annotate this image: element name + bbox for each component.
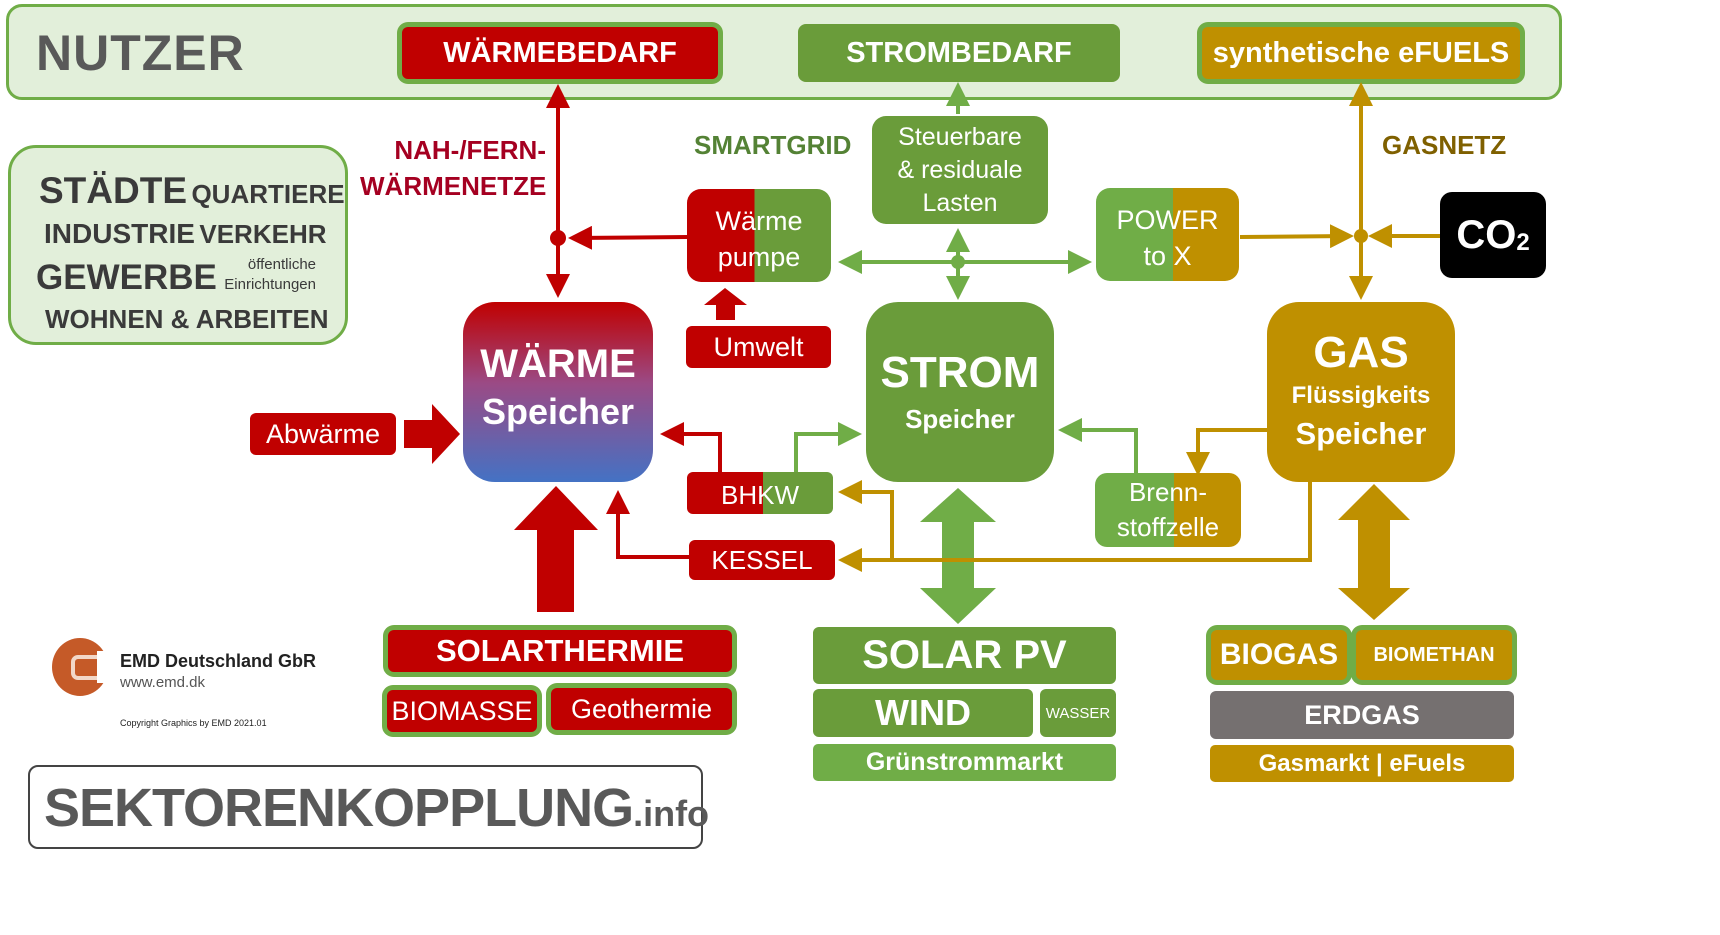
- sector-industrie: INDUSTRIE: [44, 218, 195, 249]
- heat-junction: [550, 230, 566, 246]
- smartgrid-junction: [951, 255, 965, 269]
- heat-storage-box[interactable]: WÄRME Speicher: [463, 302, 653, 482]
- fuelcell-to-strom-line: [1058, 418, 1138, 476]
- heat-demand-box[interactable]: WÄRMEBEDARF: [402, 27, 718, 79]
- sector-staedte: STÄDTE: [39, 170, 187, 211]
- users-title: NUTZER: [36, 25, 245, 81]
- power-demand-box[interactable]: STROMBEDARF: [798, 24, 1120, 82]
- chp-label: BHKW: [721, 480, 799, 510]
- source-biomethan[interactable]: BIOMETHAN: [1356, 630, 1512, 680]
- smartgrid-label: SMARTGRID: [694, 130, 852, 160]
- bhkw-to-heat-line: [660, 422, 722, 474]
- users-sectors-box: STÄDTE QUARTIERE INDUSTRIE VERKEHR GEWER…: [8, 145, 348, 345]
- gas-storage-title: GAS: [1313, 328, 1409, 377]
- heatpump-label-1: Wärme: [715, 206, 803, 236]
- copyright-text: Copyright Graphics by EMD 2021.01: [120, 718, 267, 728]
- source-geothermie[interactable]: Geothermie: [551, 688, 732, 730]
- fuel-cell-box[interactable]: Brenn- stoffzelle: [1095, 473, 1241, 547]
- power-storage-sub: Speicher: [905, 404, 1015, 434]
- green-power-market[interactable]: Grünstrommarkt: [813, 744, 1116, 781]
- heatpump-box[interactable]: Wärme pumpe: [687, 189, 831, 282]
- gas-storage-box[interactable]: GAS Flüssigkeits Speicher: [1267, 302, 1455, 482]
- umwelt-box[interactable]: Umwelt: [686, 326, 831, 368]
- source-solarthermie[interactable]: SOLARTHERMIE: [388, 630, 732, 672]
- source-wind[interactable]: WIND: [813, 689, 1033, 737]
- boiler-box[interactable]: KESSEL: [689, 540, 835, 580]
- power-to-x-box[interactable]: POWER to X: [1096, 188, 1239, 281]
- gas-storage-sub2: Speicher: [1295, 416, 1427, 451]
- emd-logo: [51, 637, 111, 697]
- sector-quartiere: QUARTIERE: [191, 179, 345, 209]
- site-tld: .info: [633, 793, 710, 834]
- power-to-x-label-2: to X: [1143, 241, 1192, 271]
- company-name: EMD Deutschland GbR: [120, 651, 317, 671]
- solarthermie-arrow: [514, 486, 598, 612]
- co2-label: CO: [1456, 212, 1517, 257]
- site-banner[interactable]: SEKTORENKOPPLUNG.info: [28, 765, 709, 849]
- sector-einrichtungen: Einrichtungen: [224, 276, 316, 293]
- heat-storage-sub: Speicher: [481, 391, 635, 432]
- source-solar-pv[interactable]: SOLAR PV: [813, 627, 1116, 684]
- sector-oeffentliche: öffentliche: [247, 256, 316, 273]
- heat-network-label-1: NAH-/FERN-: [394, 135, 546, 165]
- source-biomasse[interactable]: BIOMASSE: [387, 690, 537, 732]
- gasnetz-label: GASNETZ: [1382, 130, 1507, 160]
- controllable-loads-label-1: Steuerbare: [898, 123, 1022, 151]
- heatpump-to-network-line: [568, 225, 689, 250]
- bhkw-to-strom-line: [794, 422, 862, 474]
- power-storage-title: STROM: [880, 348, 1040, 397]
- gas-to-fuelcell-line: [1186, 428, 1268, 476]
- sector-gewerbe: GEWERBE: [36, 258, 217, 297]
- company-url[interactable]: www.emd.dk: [120, 674, 206, 691]
- efuels-demand-box[interactable]: synthetische eFUELS: [1202, 27, 1520, 79]
- sector-wohnen-arbeiten: WOHNEN & ARBEITEN: [45, 304, 329, 334]
- waste-heat-box[interactable]: Abwärme: [250, 413, 396, 455]
- controllable-loads-box[interactable]: Steuerbare & residuale Lasten: [872, 116, 1048, 224]
- source-wasser[interactable]: WASSER: [1040, 689, 1116, 737]
- gas-storage-sub1: Flüssigkeits: [1291, 382, 1431, 409]
- source-biogas[interactable]: BIOGAS: [1211, 630, 1347, 680]
- solar-pv-double-arrow: [920, 488, 996, 624]
- site-name: SEKTORENKOPPLUNG: [44, 778, 634, 838]
- heat-storage-title: WÄRME: [480, 342, 636, 386]
- chp-box[interactable]: BHKW: [687, 472, 833, 514]
- abwaerme-arrow: [404, 404, 460, 464]
- umwelt-arrow: [704, 288, 747, 320]
- power-to-x-label-1: POWER: [1116, 205, 1219, 235]
- gas-market-efuels[interactable]: Gasmarkt | eFuels: [1210, 745, 1514, 782]
- controllable-loads-label-2: & residuale: [897, 156, 1023, 184]
- fuel-cell-label-2: stoffzelle: [1116, 512, 1220, 542]
- gas-junction: [1354, 229, 1368, 243]
- heatpump-label-2: pumpe: [717, 242, 801, 272]
- heat-network-label-2: WÄRMENETZE: [360, 171, 547, 201]
- fuel-cell-label-1: Brenn-: [1128, 477, 1208, 507]
- sector-verkehr: VERKEHR: [199, 219, 327, 249]
- co2-subscript: 2: [1516, 229, 1530, 256]
- emd-logo-icon: [52, 638, 111, 696]
- kessel-to-heat-line: [606, 490, 690, 559]
- gas-to-bhkw-line: [838, 480, 894, 560]
- gas-double-arrow: [1338, 484, 1410, 620]
- source-erdgas[interactable]: ERDGAS: [1210, 691, 1514, 739]
- ptx-to-gasnetz-line: [1239, 224, 1354, 249]
- power-storage-box[interactable]: STROM Speicher: [866, 302, 1054, 482]
- controllable-loads-label-3: Lasten: [922, 189, 998, 217]
